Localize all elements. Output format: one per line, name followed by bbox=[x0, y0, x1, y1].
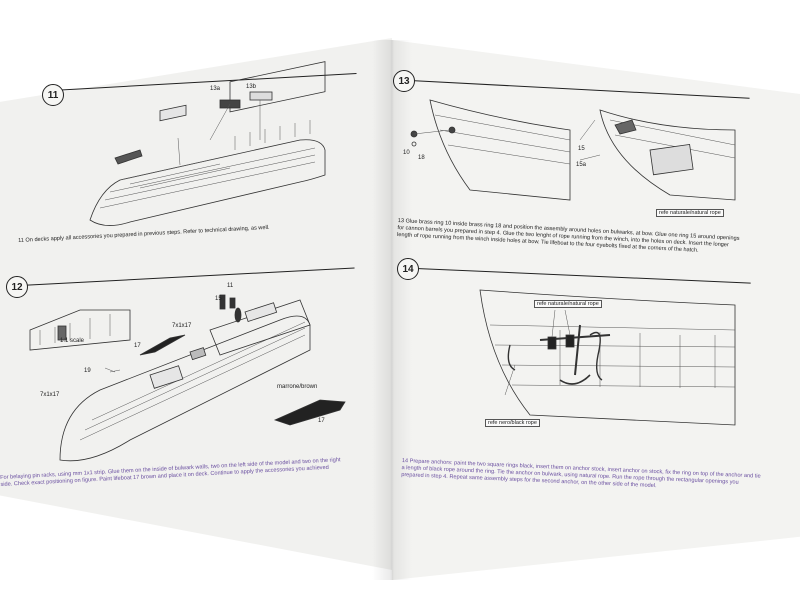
left-page bbox=[0, 38, 392, 570]
step12-technical-drawing bbox=[29, 294, 346, 462]
step12-part-7x1x17-a: 7x1x17 bbox=[172, 323, 192, 329]
step11-number: 11 bbox=[42, 84, 64, 106]
step12-part-11: 11 bbox=[227, 283, 234, 289]
step14-anchor-drawing bbox=[479, 289, 736, 426]
step12-scale-label: 1:1 scale bbox=[60, 338, 85, 344]
step14-number: 14 bbox=[397, 258, 419, 280]
step13-number: 13 bbox=[393, 70, 415, 92]
step12-part-19: 19 bbox=[84, 368, 91, 374]
step13-part-10: 10 bbox=[403, 150, 410, 156]
step13-part-18: 18 bbox=[418, 155, 425, 161]
step11-part-13b: 13b bbox=[246, 84, 257, 90]
step12-part-17-a: 17 bbox=[134, 343, 141, 349]
step11-part-13a: 13a bbox=[210, 86, 221, 92]
step13-rope-tag: refe naturale/natural rope bbox=[656, 209, 724, 217]
step12-part-7x1x17-b: 7x1x17 bbox=[40, 392, 60, 398]
step13-part-15a: 15a bbox=[576, 162, 587, 168]
step12-part-17-b: 17 bbox=[318, 418, 325, 424]
step12-part-15: 15 bbox=[215, 296, 222, 302]
step14-black-rope-tag: refe nero/black rope bbox=[485, 419, 540, 427]
page-gutter bbox=[372, 40, 412, 580]
step11-ship-drawing bbox=[89, 61, 326, 226]
step14-natural-rope-tag: refe naturale/natural rope bbox=[534, 300, 602, 308]
step13-part-15: 15 bbox=[578, 146, 585, 152]
step12-color-label: marrone/brown bbox=[277, 384, 318, 390]
step12-number: 12 bbox=[6, 276, 28, 298]
step13-drawing bbox=[410, 99, 736, 201]
